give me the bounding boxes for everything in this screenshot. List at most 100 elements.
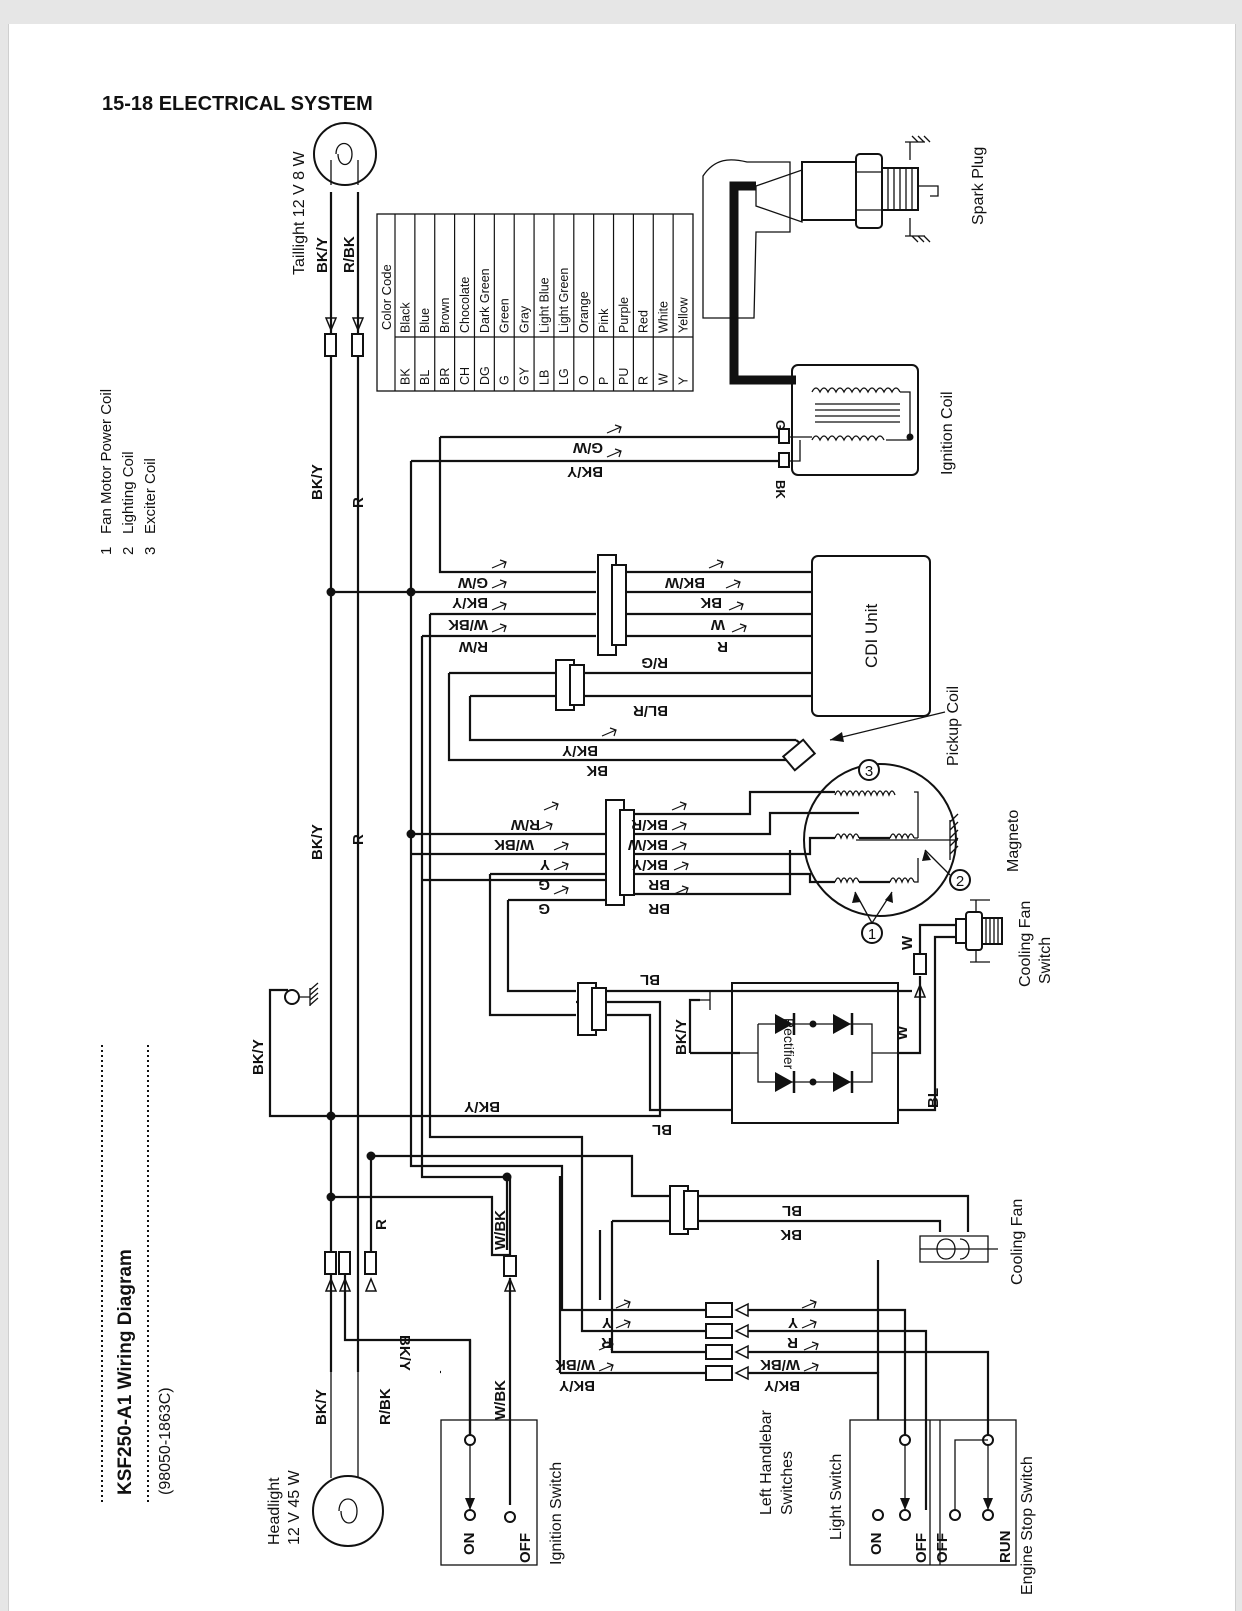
wire-label: BL — [652, 1121, 672, 1138]
color-code-table: Color CodeBKBlackBLBlueBRBrownCHChocolat… — [376, 213, 694, 392]
wire-label: BK/Y — [250, 1039, 267, 1075]
ignition-switch-label: Ignition Switch — [548, 1462, 565, 1565]
wire-label: BL — [640, 971, 660, 988]
wire-direction-arrow — [598, 1362, 614, 1372]
color-code-name: Purple — [617, 297, 631, 333]
wire-label: R/BK — [377, 1388, 394, 1425]
color-code-name: Brown — [438, 298, 452, 333]
wire-label: W — [894, 1025, 911, 1040]
magneto-label: Magneto — [1005, 810, 1022, 872]
color-code-name: Red — [637, 310, 651, 333]
wire-label: Y — [602, 1314, 612, 1331]
wire-label: R — [350, 497, 367, 508]
wire-label: W/BK — [448, 616, 488, 633]
color-code-header: Color Code — [379, 264, 394, 330]
wire-label: BK/Y — [309, 464, 326, 500]
color-code-abbr: LG — [557, 368, 571, 385]
left-handlebar-label-2: Switches — [779, 1451, 796, 1515]
color-code-abbr: Y — [676, 376, 690, 385]
light-on-label: ON — [868, 1533, 885, 1556]
ignition-switch — [440, 1177, 538, 1566]
handlebar-switches — [440, 1176, 1017, 1566]
wire-label: BK/Y — [567, 463, 603, 480]
wire-label: BK/Y — [464, 1098, 500, 1115]
wire-label: BK/Y — [562, 742, 598, 759]
color-code-name: Light Blue — [537, 277, 551, 333]
magneto-group — [605, 711, 971, 944]
color-code-abbr: BL — [418, 370, 432, 385]
wire-direction-arrow — [491, 579, 507, 589]
legend-number-3: 3 — [142, 547, 159, 555]
wire-label: BK/W — [664, 574, 705, 591]
wire-label: BL — [782, 1202, 802, 1219]
color-code-abbr: BK — [398, 368, 412, 385]
color-code-name: Green — [498, 298, 512, 333]
wire-label: R/G — [641, 654, 668, 671]
ignition-coil-label: Ignition Coil — [939, 391, 956, 475]
color-code-name: White — [657, 301, 671, 333]
wire-label: G/W — [457, 574, 488, 591]
wire-label: R/W — [510, 816, 540, 833]
color-code-abbr: PU — [617, 368, 631, 385]
legend-text-3: Exciter Coil — [142, 458, 159, 534]
wire-label: BL/R — [633, 702, 668, 719]
cooling-fan-label: Cooling Fan — [1009, 1199, 1026, 1285]
wire-direction-arrow — [671, 821, 687, 831]
wire-label: BK/Y — [314, 237, 331, 273]
color-code-name: Yellow — [676, 296, 690, 333]
wire-direction-arrow — [553, 885, 569, 895]
wire-direction-arrow — [553, 861, 569, 871]
legend-text-1: Fan Motor Power Coil — [98, 389, 115, 534]
wire-label: BK/Y — [313, 1389, 330, 1425]
legend-number-2: 2 — [120, 547, 137, 555]
wire-label: R/BK — [341, 236, 358, 273]
ign-off-label: OFF — [517, 1533, 534, 1563]
wire-label: R — [350, 834, 367, 845]
headlight-label: Headlight — [266, 1477, 283, 1545]
light-off-label: OFF — [913, 1533, 930, 1563]
wire-label: W/BK — [492, 1380, 509, 1420]
wire-direction-arrow — [537, 821, 553, 831]
ign-on-label: ON — [461, 1533, 478, 1556]
color-code-name: Light Green — [557, 268, 571, 333]
wire-label: BK/W — [627, 836, 668, 853]
wire-label: BL — [925, 1088, 942, 1108]
wire-direction-arrow — [801, 1299, 817, 1309]
color-code-name: Chocolate — [458, 277, 472, 333]
color-code-abbr: GY — [518, 366, 532, 385]
wire-label: BR — [648, 876, 670, 893]
wire-label: Y — [788, 1314, 798, 1331]
cooling-fan-group — [669, 1185, 998, 1263]
rectifier-group — [577, 899, 1003, 1124]
wire-label: BK/R — [631, 816, 668, 833]
wire-label: W/BK — [555, 1356, 595, 1373]
cdi-connectors — [555, 554, 931, 717]
headlight-rating-label: 12 V 45 W — [286, 1469, 303, 1545]
color-code-abbr: G — [498, 375, 512, 385]
left-handlebar-label: Left Handlebar — [758, 1409, 775, 1515]
callout-2: 2 — [956, 873, 964, 890]
wire-label: G — [538, 900, 550, 917]
main-wiring — [268, 122, 796, 1547]
engine-stop-switch-label: Engine Stop Switch — [1019, 1456, 1036, 1595]
wire-label: W/BK — [494, 836, 534, 853]
color-code-name: Blue — [418, 308, 432, 333]
color-code-abbr: R — [637, 376, 651, 385]
stop-off-label: OFF — [934, 1533, 951, 1563]
wire-direction-arrow — [671, 841, 687, 851]
wire-direction-arrow — [728, 601, 744, 611]
stop-run-label: RUN — [997, 1531, 1014, 1564]
wire-direction-arrow — [491, 601, 507, 611]
color-code-abbr: LB — [537, 370, 551, 385]
wire-direction-arrow — [615, 1319, 631, 1329]
diagram-title: KSF250-A1 Wiring Diagram — [115, 1249, 136, 1495]
rectifier-label: Rectifier — [781, 1018, 797, 1070]
diagram-number: (98050-1863C) — [157, 1387, 174, 1495]
color-code-name: Gray — [518, 305, 532, 333]
wire-direction-arrow — [801, 1319, 817, 1329]
spark-plug-label: Spark Plug — [970, 147, 987, 225]
wire-direction-arrow — [803, 1362, 819, 1372]
ignition-coil-group — [702, 135, 939, 476]
wire-label: BK/Y — [396, 1335, 413, 1371]
